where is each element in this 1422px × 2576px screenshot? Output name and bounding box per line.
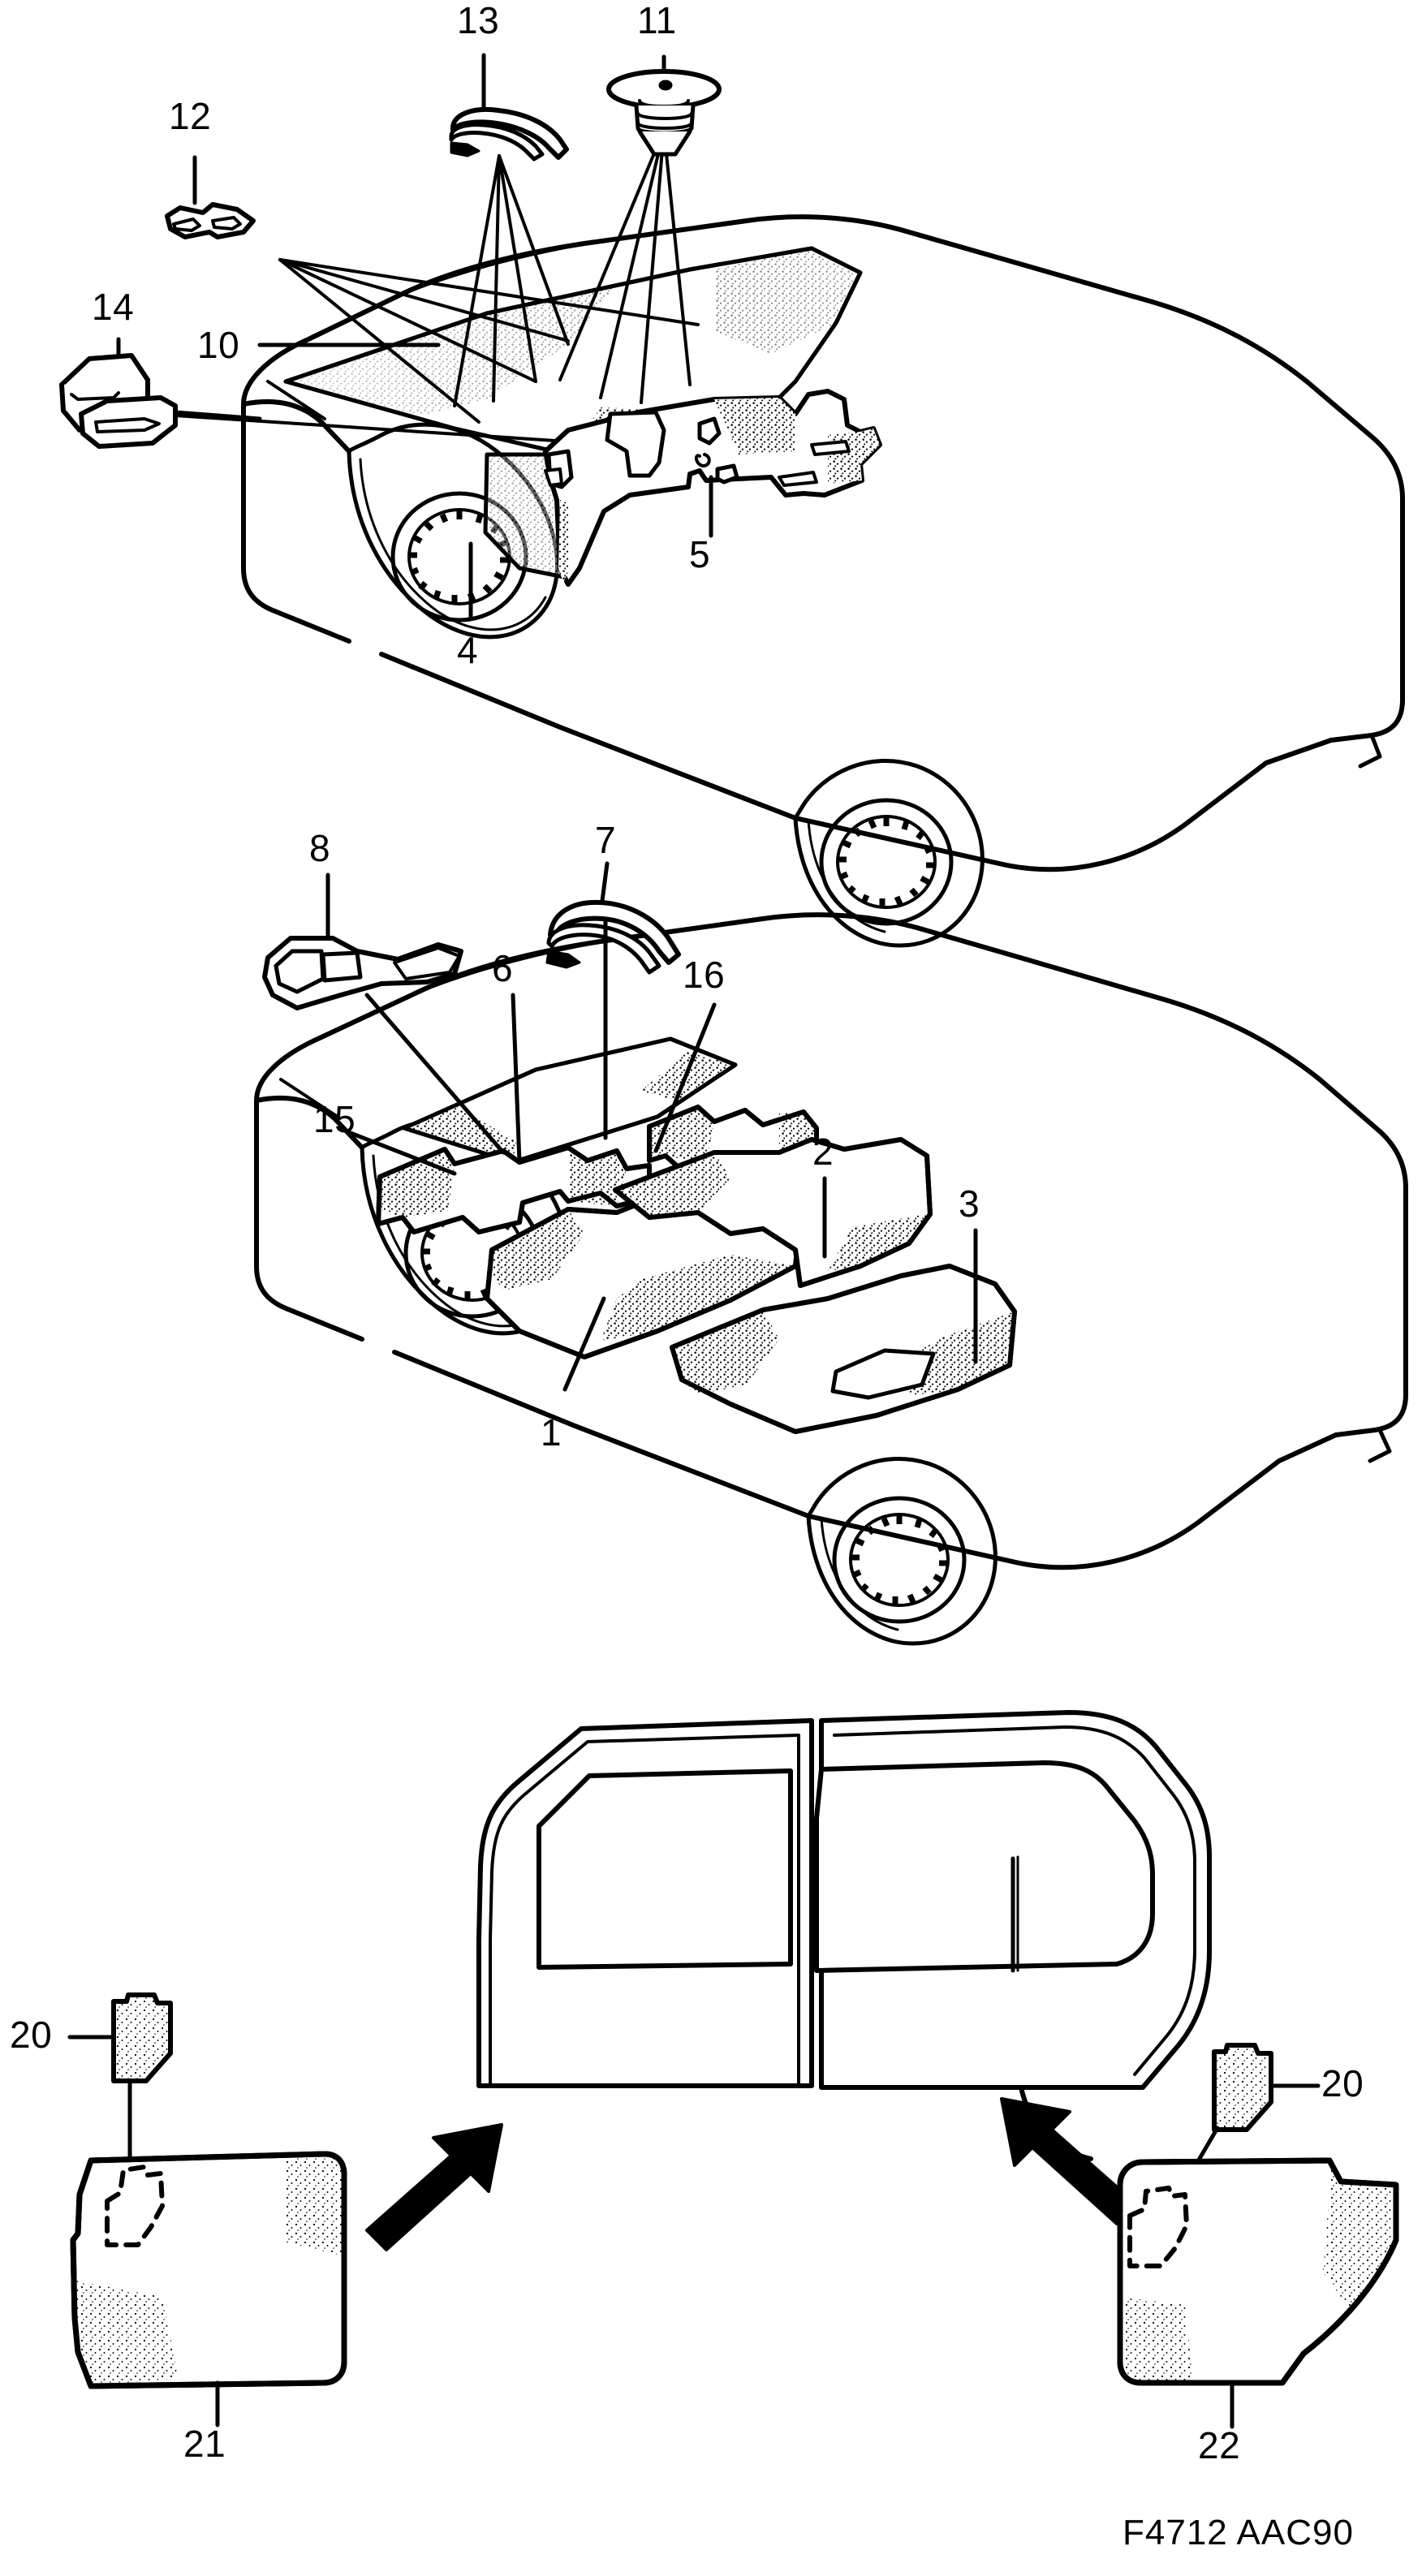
lower-view-doors	[476, 1710, 1212, 2161]
middle-view-car	[254, 912, 1408, 1646]
callout-14: 14	[92, 286, 135, 328]
callout-15: 15	[313, 1098, 356, 1140]
callout-5: 5	[689, 533, 711, 575]
callout-20-right: 20	[1321, 2062, 1364, 2104]
callout-16: 16	[683, 954, 726, 996]
clip-8	[262, 872, 506, 1155]
assembly-arrow-right	[1000, 2097, 1138, 2225]
callout-11: 11	[637, 0, 677, 41]
callout-6: 6	[492, 947, 514, 989]
bulkhead-insulator-5	[543, 389, 882, 587]
callout-2: 2	[812, 1131, 834, 1173]
front-door-panel-21	[70, 2151, 347, 2427]
leader-fan-upper	[278, 128, 700, 424]
callout-22: 22	[1198, 2424, 1241, 2466]
callout-12: 12	[169, 95, 212, 137]
retainer-13	[449, 53, 569, 162]
drawing-code: F4712 AAC90	[1123, 2513, 1354, 2552]
rear-door-panel-22	[1117, 2157, 1399, 2429]
floor-mat-2	[613, 1137, 933, 1288]
callout-10: 10	[197, 324, 240, 366]
callout-20-left: 20	[10, 2014, 53, 2056]
callout-1: 1	[541, 1411, 562, 1454]
bracket-14	[59, 337, 178, 449]
floor-mat-3	[670, 1264, 1017, 1434]
callout-3: 3	[959, 1182, 980, 1225]
retainer-7	[545, 861, 681, 1140]
assembly-arrow-left	[365, 2123, 503, 2251]
callout-8: 8	[309, 827, 331, 869]
callout-4: 4	[457, 629, 479, 671]
push-pin-11	[606, 54, 722, 157]
callout-7: 7	[595, 819, 617, 861]
callout-21: 21	[183, 2423, 226, 2465]
clip-12	[165, 155, 256, 239]
callout-13: 13	[457, 0, 500, 41]
